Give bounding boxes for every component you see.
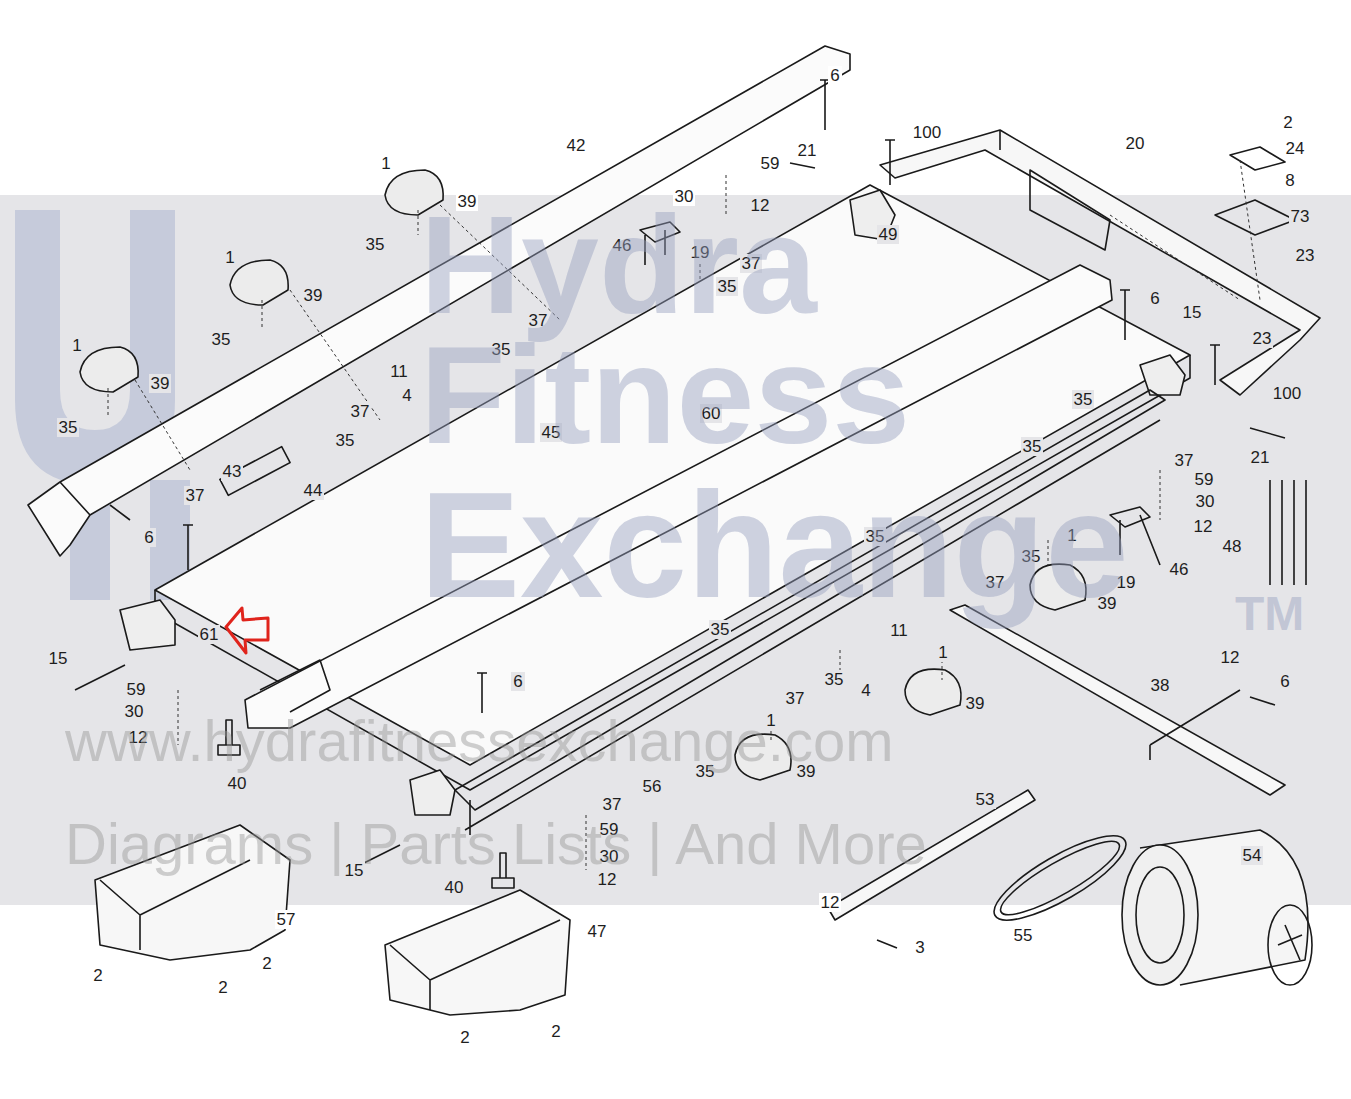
callout-number: 48	[1221, 537, 1244, 556]
callout-number: 6	[1278, 672, 1291, 691]
watermark-text: www.hydrafitnessexchange.com	[65, 712, 894, 770]
callout-number: 12	[819, 893, 842, 912]
callout-number: 6	[142, 528, 155, 547]
callout-number: 73	[1289, 207, 1312, 226]
callout-number: 6	[828, 66, 841, 85]
callout-number: 100	[911, 123, 943, 142]
callout-number: 57	[275, 910, 298, 929]
watermark-text: TM	[1235, 590, 1304, 638]
callout-number: 11	[888, 621, 910, 640]
callout-number: 3	[913, 938, 926, 957]
callout-number: 35	[334, 431, 357, 450]
callout-number: 30	[1194, 492, 1217, 511]
callout-number: 35	[823, 670, 846, 689]
callout-number: 37	[349, 402, 372, 421]
callout-number: 2	[260, 954, 273, 973]
callout-number: 37	[601, 795, 624, 814]
callout-number: 37	[1173, 451, 1196, 470]
callout-number: 12	[1219, 648, 1242, 667]
callout-number: 35	[364, 235, 387, 254]
watermark-logo	[15, 210, 190, 600]
callout-number: 1	[70, 336, 83, 355]
callout-number: 56	[641, 777, 664, 796]
callout-number: 43	[221, 462, 244, 481]
callout-number: 38	[1149, 676, 1172, 695]
callout-number: 6	[1148, 289, 1161, 308]
callout-number: 47	[586, 922, 609, 941]
callout-number: 35	[210, 330, 233, 349]
watermark-text: Exchange	[420, 470, 1129, 620]
watermark-text: Fitness	[420, 325, 910, 465]
callout-number: 40	[443, 878, 466, 897]
callout-number: 39	[149, 374, 172, 393]
callout-number: 42	[565, 136, 588, 155]
callout-number: 2	[1281, 113, 1294, 132]
callout-number: 2	[549, 1022, 562, 1041]
callout-number: 54	[1241, 846, 1264, 865]
callout-number: 21	[1249, 448, 1272, 467]
watermark-text: Diagrams | Parts Lists | And More	[65, 815, 927, 873]
watermark-text: Hydra	[420, 195, 817, 335]
callout-number: 44	[302, 481, 325, 500]
callout-number: 40	[226, 774, 249, 793]
callout-number: 2	[91, 966, 104, 985]
callout-number: 39	[302, 286, 325, 305]
callout-number: 4	[400, 386, 413, 405]
callout-number: 2	[216, 978, 229, 997]
callout-number: 35	[1021, 437, 1044, 456]
callout-number: 55	[1012, 926, 1035, 945]
callout-number: 8	[1283, 171, 1296, 190]
callout-number: 49	[877, 225, 900, 244]
callout-number: 21	[796, 141, 819, 160]
callout-number: 46	[1168, 560, 1191, 579]
callout-number: 1	[936, 643, 949, 662]
callout-number: 59	[1193, 470, 1216, 489]
watermark-band	[0, 195, 1351, 905]
callout-number: 23	[1294, 246, 1317, 265]
callout-number: 20	[1124, 134, 1147, 153]
callout-number: 37	[184, 486, 207, 505]
callout-number: 39	[964, 694, 987, 713]
callout-number: 1	[379, 154, 392, 173]
callout-number: 35	[57, 418, 80, 437]
callout-number: 35	[1072, 390, 1095, 409]
callout-number: 24	[1284, 139, 1307, 158]
callout-number: 53	[974, 790, 997, 809]
callout-number: 11	[388, 362, 410, 381]
callout-number: 100	[1271, 384, 1303, 403]
callout-number: 4	[859, 681, 872, 700]
callout-number: 15	[47, 649, 70, 668]
callout-number: 35	[709, 620, 732, 639]
callout-number: 15	[1181, 303, 1204, 322]
callout-number: 59	[125, 680, 148, 699]
callout-number: 12	[1192, 517, 1215, 536]
callout-number: 59	[759, 154, 782, 173]
callout-number: 37	[784, 689, 807, 708]
callout-number: 23	[1251, 329, 1274, 348]
callout-number: 6	[511, 672, 524, 691]
callout-number: 1	[223, 248, 236, 267]
callout-number: 61	[198, 625, 221, 644]
callout-number: 2	[458, 1028, 471, 1047]
